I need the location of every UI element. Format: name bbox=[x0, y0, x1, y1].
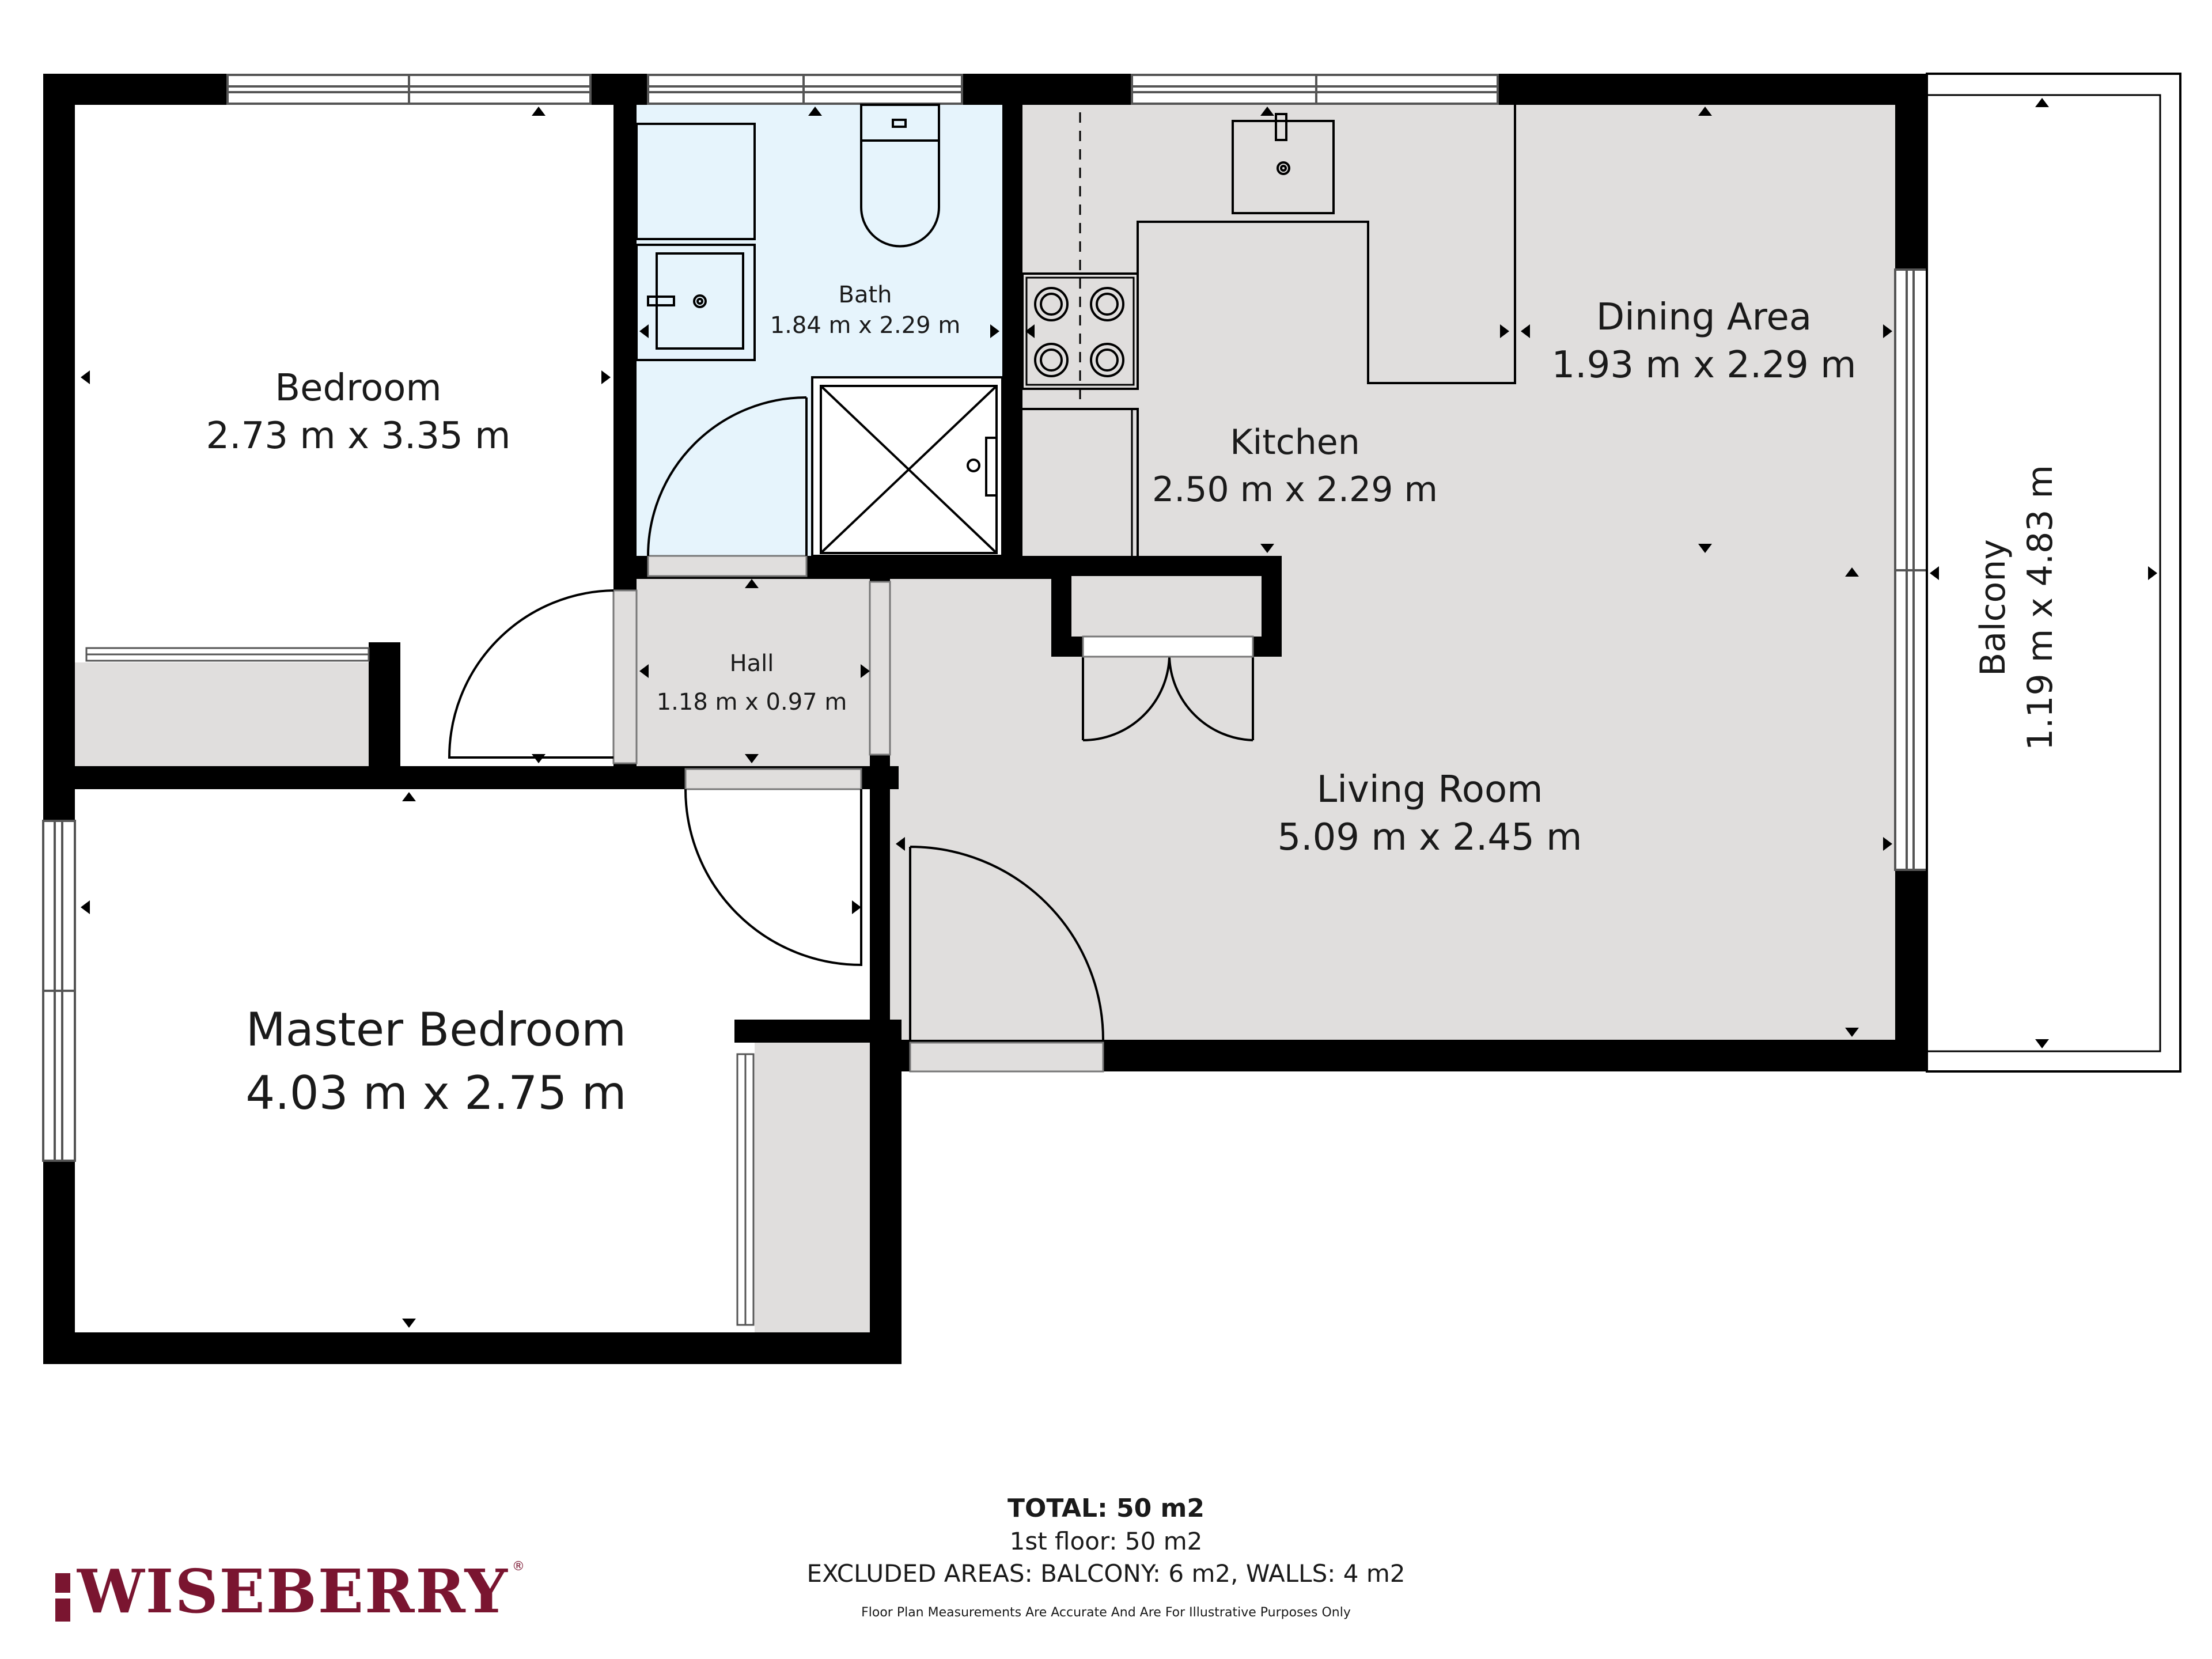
room-name-balcony: Balcony bbox=[1973, 539, 2013, 676]
window-bath bbox=[647, 74, 963, 105]
area-summary: TOTAL: 50 m2 1st floor: 50 m2 EXCLUDED A… bbox=[0, 1492, 2212, 1624]
logo-mark-icon bbox=[55, 1573, 71, 1622]
master-wardrobe bbox=[755, 1043, 870, 1331]
pantry bbox=[1071, 576, 1262, 637]
measure-arrows bbox=[81, 98, 2157, 1328]
room-size-bath: 1.84 m x 2.29 m bbox=[770, 312, 961, 339]
wall-right-bottom bbox=[1895, 870, 1927, 1071]
burner-icon bbox=[1090, 343, 1124, 377]
door-frame-master bbox=[684, 768, 862, 790]
kitchen-sink bbox=[1232, 120, 1335, 214]
sink-drain-icon bbox=[1277, 161, 1290, 175]
excluded-areas: EXCLUDED AREAS: BALCONY: 6 m2, WALLS: 4 … bbox=[806, 1559, 1406, 1588]
burner-icon bbox=[1034, 287, 1069, 321]
wall-bottom-master bbox=[43, 1332, 902, 1364]
balcony-rail bbox=[1926, 94, 2161, 1052]
balcony-outline bbox=[1926, 73, 2181, 1073]
basin-cabinet bbox=[635, 244, 756, 361]
wall-right-top bbox=[1895, 74, 1927, 270]
room-name-master: Master Bedroom bbox=[246, 1003, 626, 1056]
wall-bath-right bbox=[1002, 74, 1022, 559]
room-name-bath: Bath bbox=[839, 282, 892, 308]
room-name-kitchen: Kitchen bbox=[1230, 422, 1360, 463]
doors bbox=[448, 396, 1254, 1073]
room-size-dining: 1.93 m x 2.29 m bbox=[1552, 344, 1857, 387]
toilet-bowl bbox=[860, 141, 940, 248]
room-size-balcony: 1.19 m x 4.83 m bbox=[2020, 465, 2061, 751]
wall-left bbox=[43, 74, 75, 1364]
room-size-bedroom: 2.73 m x 3.35 m bbox=[206, 415, 511, 457]
room-size-master: 4.03 m x 2.75 m bbox=[245, 1066, 626, 1120]
burner-icon bbox=[1034, 343, 1069, 377]
room-name-living: Living Room bbox=[1317, 768, 1543, 811]
door-frame-hall-right bbox=[869, 581, 891, 756]
room-name-hall: Hall bbox=[730, 650, 774, 677]
cooktop bbox=[1021, 272, 1139, 390]
door-swing-entry[interactable] bbox=[909, 846, 1104, 1040]
master-floor bbox=[75, 789, 864, 1331]
basin bbox=[656, 252, 744, 350]
floor-area: 1st floor: 50 m2 bbox=[1009, 1527, 1203, 1555]
windows bbox=[42, 74, 1928, 1162]
total-area: TOTAL: 50 m2 bbox=[1007, 1494, 1205, 1523]
bath-fixtures bbox=[635, 104, 1003, 557]
room-name-dining: Dining Area bbox=[1596, 296, 1812, 339]
window-kitchen bbox=[1131, 74, 1499, 105]
wall-wardrobe-side bbox=[369, 642, 400, 769]
shower-head-icon bbox=[967, 459, 980, 472]
room-name-bedroom: Bedroom bbox=[275, 367, 441, 410]
bedroom-wardrobe-floor bbox=[75, 662, 383, 772]
wall-master-wardrobe bbox=[734, 1020, 902, 1043]
room-size-kitchen: 2.50 m x 2.29 m bbox=[1152, 469, 1438, 510]
living-lower-floor bbox=[890, 576, 1040, 1043]
tap-icon bbox=[693, 294, 707, 308]
door-frame-entry bbox=[909, 1041, 1104, 1073]
pantry-doors[interactable] bbox=[1082, 656, 1254, 741]
door-frame-bedroom bbox=[612, 589, 638, 764]
vanity bbox=[635, 123, 756, 240]
room-labels: Bedroom 2.73 m x 3.35 m Bath 1.84 m x 2.… bbox=[206, 282, 2061, 1120]
logo-registered: ® bbox=[512, 1559, 525, 1574]
bedroom-floor bbox=[75, 104, 613, 648]
door-swing-bedroom[interactable] bbox=[448, 589, 614, 759]
room-size-hall: 1.18 m x 0.97 m bbox=[657, 689, 847, 715]
wardrobes bbox=[85, 647, 755, 1326]
wiseberry-logo: WISEBERRY ® bbox=[55, 1558, 525, 1622]
kitchen-fixtures bbox=[1021, 105, 1516, 556]
toilet-cistern bbox=[860, 104, 940, 142]
door-frame-bath bbox=[647, 555, 808, 577]
room-size-living: 5.09 m x 2.45 m bbox=[1278, 816, 1582, 859]
hall-floor bbox=[637, 576, 873, 769]
door-swing-master[interactable] bbox=[684, 789, 862, 967]
burner-icon bbox=[1090, 287, 1124, 321]
disclaimer: Floor Plan Measurements Are Accurate And… bbox=[861, 1605, 1351, 1620]
door-swing-bath[interactable] bbox=[647, 396, 808, 556]
logo-wordmark: WISEBERRY bbox=[77, 1556, 509, 1627]
floor-fills bbox=[75, 104, 1898, 1334]
